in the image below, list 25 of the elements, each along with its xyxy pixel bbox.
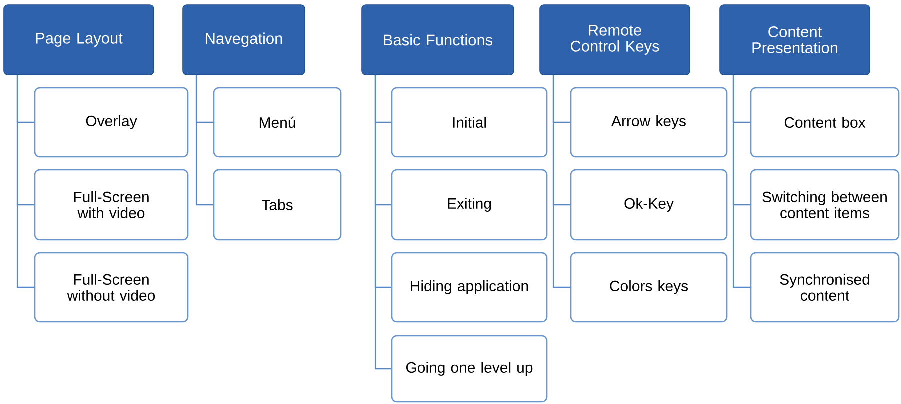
item-box: Synchronised content [750,252,900,323]
category-box: Navegation [182,4,306,76]
item-box: Overlay [34,87,189,158]
connector-line [732,75,750,288]
category-box: Page Layout [4,4,154,76]
item-box: Content box [750,87,900,158]
connector-line [374,75,392,370]
connector-line [16,75,34,288]
connector-line [196,75,214,206]
category-box: Basic Functions [362,4,514,76]
item-box: Going one level up [391,335,548,403]
item-box: Menú [213,87,342,158]
item-box: Exiting [391,169,548,241]
item-box: Tabs [213,169,342,241]
item-box: Full-Screen with video [34,169,189,241]
item-box: Arrow keys [570,87,728,158]
item-box: Ok-Key [570,169,728,241]
item-box: Hiding application [391,252,548,323]
item-box: Switching between content items [750,169,900,241]
item-box: Colors keys [570,252,728,323]
item-box: Initial [391,87,548,158]
item-box: Full-Screen without video [34,252,189,323]
category-box: Content Presentation [720,4,870,76]
category-box: Remote Control Keys [540,4,690,76]
connector-line [552,75,570,288]
